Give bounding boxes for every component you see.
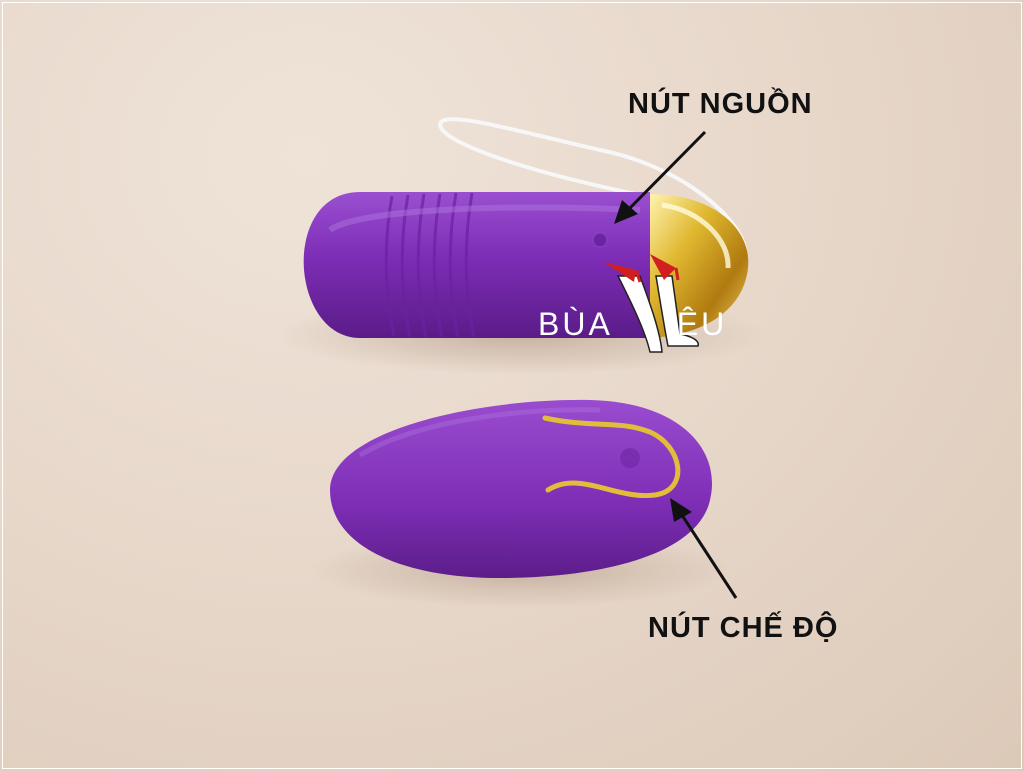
mode-button-dot <box>620 448 640 468</box>
mode-arrow <box>670 498 738 599</box>
watermark-left: BÙA <box>538 306 613 342</box>
watermark-right: ÊU <box>676 306 728 342</box>
white-cord <box>437 117 748 264</box>
egg-vibrator <box>303 192 749 338</box>
high-heels-logo <box>604 254 699 353</box>
power-button-dot <box>592 232 608 248</box>
power-button-label: NÚT NGUỒN <box>628 88 813 120</box>
watermark: BÙA ÊU <box>538 306 727 343</box>
egg-ribs <box>384 192 476 338</box>
mode-button-label: NÚT CHẾ ĐỘ <box>648 612 839 644</box>
remote-control <box>330 399 713 578</box>
gold-antenna <box>542 415 681 499</box>
power-arrow <box>614 130 707 224</box>
